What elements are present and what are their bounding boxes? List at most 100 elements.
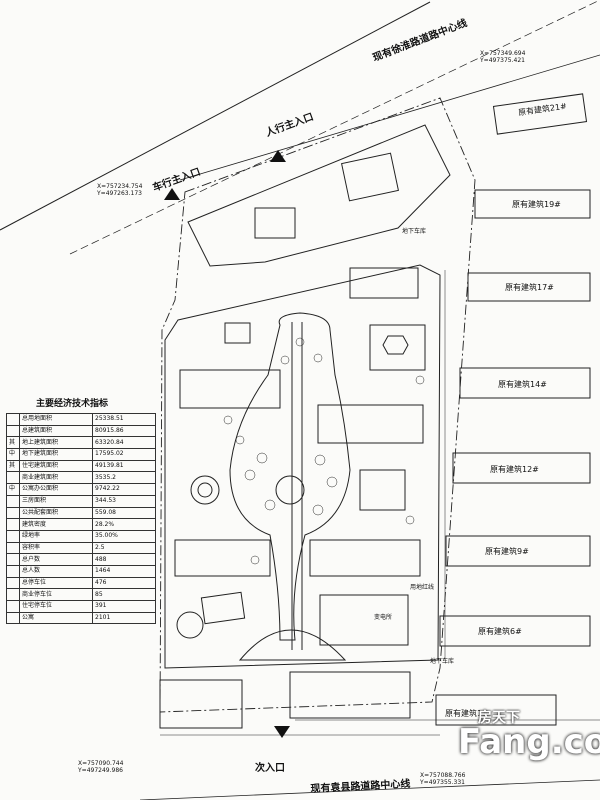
econ-value-cell: 49139.81 xyxy=(92,459,156,473)
econ-group-cell: 中 xyxy=(6,483,20,496)
substation-note: 变电所 xyxy=(374,614,393,621)
block-row-4 xyxy=(174,539,271,577)
existing-building-21 xyxy=(492,93,588,135)
econ-item-cell: 绿地率 xyxy=(19,529,93,543)
econ-group-cell xyxy=(6,471,20,485)
econ-item-cell: 总人数 xyxy=(19,564,93,578)
block-row-2 xyxy=(179,369,281,409)
plaza-circle xyxy=(275,475,305,505)
econ-value-cell: 559.08 xyxy=(92,506,156,520)
econ-group-cell: 其 xyxy=(6,436,20,450)
existing-building-19 xyxy=(474,189,591,219)
north-tower-b xyxy=(341,152,399,202)
econ-value-cell: 488 xyxy=(92,553,156,566)
econ-group-cell xyxy=(6,494,20,508)
econ-item-cell: 住宅停车位 xyxy=(19,600,93,613)
econ-value-cell: 85 xyxy=(92,588,156,601)
econ-item-cell: 公寓 xyxy=(19,611,93,625)
econ-item-cell: 地上建筑面积 xyxy=(19,436,93,450)
west-round-court xyxy=(190,475,220,505)
econ-group-cell xyxy=(6,518,20,531)
existing-building-label: 原有建筑14# xyxy=(498,380,547,389)
econ-group-cell xyxy=(6,506,20,520)
econ-value-cell: 17595.02 xyxy=(92,448,156,461)
econ-item-cell: 地下建筑面积 xyxy=(19,448,93,461)
econ-group-cell xyxy=(6,588,20,601)
econ-group-cell xyxy=(6,553,20,566)
north-tower-block xyxy=(187,124,451,267)
econ-value-cell: 2101 xyxy=(92,611,156,625)
coord-2-x: X=757234.754 xyxy=(97,183,143,190)
econ-group-cell xyxy=(6,576,20,590)
econ-group-cell xyxy=(6,529,20,543)
econ-item-cell: 三房面积 xyxy=(19,494,93,508)
econ-value-cell: 80915.86 xyxy=(92,424,156,438)
central-garden xyxy=(229,312,351,641)
coord-3-y: Y=497249.986 xyxy=(78,767,123,774)
site-boundary xyxy=(159,97,476,713)
existing-building-6 xyxy=(439,615,591,647)
southwest-court xyxy=(200,591,246,625)
block-row-3 xyxy=(317,404,424,444)
garage-note: 地下车库 xyxy=(402,228,427,235)
econ-item-cell: 总户数 xyxy=(19,553,93,566)
econ-value-cell: 35.00% xyxy=(92,529,156,543)
econ-group-cell: 其 xyxy=(6,459,20,473)
econ-value-cell: 1464 xyxy=(92,564,156,578)
econ-item-cell: 商业停车位 xyxy=(19,588,93,601)
watermark-cn: 房天下 xyxy=(478,710,520,726)
econ-group-cell xyxy=(6,564,20,578)
econ-item-cell: 公共配套面积 xyxy=(19,506,93,520)
econ-item-cell: 建筑密度 xyxy=(19,518,93,531)
block-row-5 xyxy=(309,539,421,577)
coord-2-y: Y=497263.173 xyxy=(97,190,142,197)
plaza-right xyxy=(369,324,426,371)
existing-building-label: 原有建筑1# xyxy=(445,709,489,718)
existing-building-label: 原有建筑17# xyxy=(505,283,554,292)
coord-1: X=757349.694 Y=497375.421 xyxy=(480,50,525,64)
econ-value-cell: 3535.2 xyxy=(92,471,156,485)
vehicle-entrance-arrow xyxy=(164,188,180,200)
block-south-2 xyxy=(289,671,411,719)
econ-group-cell: 中 xyxy=(6,448,20,461)
econ-item-cell: 商业建筑面积 xyxy=(19,471,93,485)
north-road-line-1 xyxy=(0,1,431,231)
block-commercial xyxy=(319,594,409,646)
econ-value-cell: 476 xyxy=(92,576,156,590)
coord-2: X=757234.754 Y=497263.173 xyxy=(97,183,142,197)
econ-value-cell: 344.53 xyxy=(92,494,156,508)
existing-building-9 xyxy=(445,535,591,567)
econ-group-cell xyxy=(6,600,20,613)
north-entry-block xyxy=(224,322,251,344)
secondary-entrance-arrow xyxy=(274,726,290,738)
red-line-note: 用地红线 xyxy=(410,584,435,591)
coord-4: X=757088.766 Y=497355.331 xyxy=(420,772,465,786)
econ-item-cell: 总建筑面积 xyxy=(19,424,93,438)
econ-group-cell xyxy=(6,541,20,555)
econ-item-cell: 总停车位 xyxy=(19,576,93,590)
watermark-en: Fang.com xyxy=(458,722,600,762)
econ-table-title: 主要经济技术指标 xyxy=(36,399,109,409)
inner-boundary xyxy=(164,264,441,669)
econ-group-cell xyxy=(6,413,20,426)
existing-building-14 xyxy=(459,367,591,399)
block-row-1 xyxy=(349,267,419,299)
southwest-pond xyxy=(176,611,204,639)
coord-4-y: Y=497355.331 xyxy=(420,779,465,786)
